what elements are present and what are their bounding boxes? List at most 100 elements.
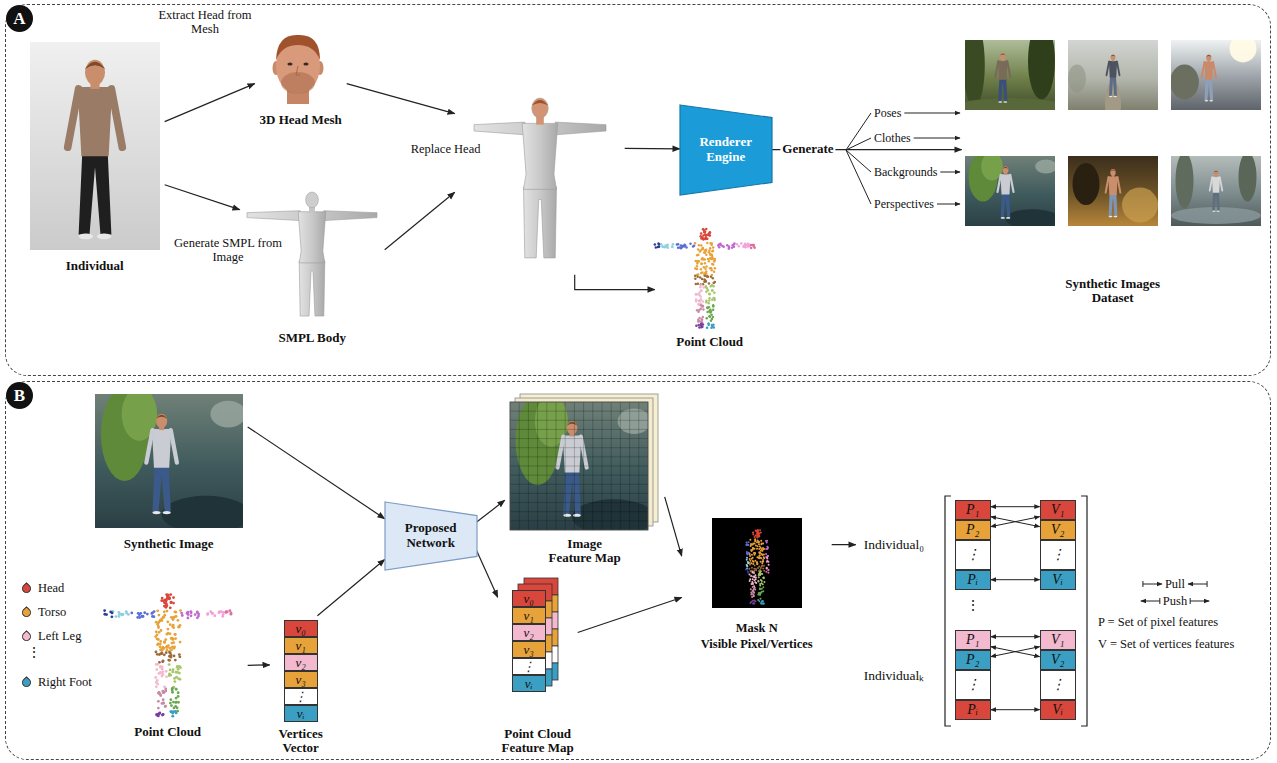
connector-arrow (165, 185, 240, 210)
person-photo (30, 42, 160, 250)
connector-arrow (625, 148, 680, 150)
figure-node: Point Cloud (88, 585, 248, 740)
connector-arrow (832, 544, 856, 545)
legend-swatch (20, 606, 33, 619)
connector-arrow (165, 84, 255, 122)
text-label: Perspectives (874, 196, 934, 212)
feature-cell: ⋮ (1040, 540, 1076, 570)
node-label: ⋮ (966, 678, 980, 692)
text-label: Poses (874, 105, 901, 121)
connector-arrow (991, 636, 1040, 637)
node-label: v₁ (524, 609, 534, 622)
panel-region: BSynthetic ImagePoint CloudVertices Vect… (5, 381, 1271, 760)
figure-node: Point Cloud Feature Mapv₀v₁v₂v₃⋮vᵢ (498, 580, 578, 756)
head-mesh (273, 35, 324, 104)
node-label: Vᵢ (1052, 573, 1063, 587)
label-anchor: Generate (780, 142, 835, 157)
scene-image (965, 40, 1055, 110)
feature-group: Individual₀P₁P₂⋮PᵢV₁V₂⋮Vᵢ (856, 494, 1088, 596)
node-label: Synthetic Images Dataset (1048, 277, 1178, 306)
legend-text: Head (38, 580, 64, 596)
connector-arrow (248, 427, 385, 519)
node-label: Visible Pixel/Vertices (701, 637, 813, 653)
node-label: v₀ (296, 622, 306, 635)
figure-node: Point Cloud (655, 222, 765, 350)
bracket (945, 496, 1087, 726)
connector-arrow (385, 192, 455, 249)
node-label: Replace Head (411, 142, 481, 157)
connector-arrow (665, 497, 682, 556)
text-label: Clothes (874, 130, 911, 146)
legend-text: V = Set of vertices features (1098, 636, 1234, 652)
branch-lines (846, 113, 960, 204)
node-label: Point Cloud (134, 725, 201, 739)
node-label: v₁ (296, 639, 306, 652)
legend-text: P = Set of pixel features (1098, 614, 1218, 630)
legend-swatch (20, 630, 33, 643)
feature-cell: v₀ (284, 620, 318, 637)
feature-cell: ⋮ (512, 658, 546, 675)
label-anchor: Perspectives (874, 196, 934, 212)
node-label: vᵢ (525, 677, 533, 690)
feature-cell: Pᵢ (955, 570, 991, 590)
legend-text: Pull (1165, 576, 1185, 592)
feature-cell: ⋮ (1040, 670, 1076, 700)
connector-arrow (991, 517, 1040, 527)
feature-cell: ⋮ (955, 670, 991, 700)
feature-cell: ⋮ (955, 540, 991, 570)
node-label: ⋮ (294, 690, 307, 703)
node-label: Mask N (736, 621, 778, 637)
point-cloud-figure (745, 529, 770, 605)
node-label: P₁ (966, 633, 979, 647)
connector-arrow (991, 647, 1040, 657)
connector-arrow (991, 517, 1040, 527)
connector-arrow (991, 709, 1040, 710)
trapezoid-block: Proposed Network (385, 502, 477, 570)
node-label: v₃ (524, 643, 534, 656)
node-label: v₂ (296, 656, 306, 669)
connector-arrow (317, 559, 384, 615)
figure-node: 3D Head Mesh (255, 30, 347, 128)
feature-cell: v₀ (512, 590, 546, 607)
panel-badge: B (6, 382, 33, 409)
label-anchor: Poses (874, 105, 901, 121)
scene-image (510, 402, 648, 530)
node-label: Pᵢ (967, 573, 978, 587)
feature-cell: v₃ (512, 641, 546, 658)
node-label: Individualₖ (864, 666, 925, 684)
feature-grid (510, 402, 648, 530)
node-label: v₀ (524, 592, 534, 605)
label-anchor: ⋮ (966, 598, 980, 614)
feature-cell: V₁ (1040, 630, 1076, 650)
feature-cell: Vᵢ (1040, 570, 1076, 590)
feature-cell: P₁ (955, 630, 991, 650)
feature-cell: V₂ (1040, 650, 1076, 670)
edge-label: Generate (780, 142, 835, 157)
scene-image (1171, 40, 1261, 110)
legend-row: Head (22, 580, 64, 596)
node-label: Pᵢ (967, 703, 978, 717)
feature-cell: v₃ (284, 671, 318, 688)
scene-image (1068, 40, 1158, 110)
connector-arrow (991, 506, 1040, 507)
legend-row: V = Set of vertices features (1098, 636, 1234, 652)
node-label: P₂ (966, 523, 979, 537)
legend-row: Torso (22, 604, 66, 620)
legend-row: P = Set of pixel features (1098, 614, 1218, 630)
edge-label: Extract Head from Mesh (153, 8, 257, 37)
feature-cell: Vᵢ (1040, 700, 1076, 720)
node-label: SMPL Body (278, 331, 346, 345)
label-anchor: ⋮ (27, 645, 41, 661)
node-label: Point Cloud Feature Map (498, 727, 578, 756)
node-label: Synthetic Image (124, 537, 214, 551)
scene-image (965, 156, 1055, 226)
node-label: V₁ (1051, 503, 1064, 517)
node-label: vᵢ (297, 707, 305, 720)
feature-group: IndividualₖP₁P₂⋮PᵢV₁V₂⋮Vᵢ (856, 624, 1088, 726)
node-label: v₃ (296, 673, 306, 686)
node-label: Individual₀ (864, 537, 924, 553)
legend-row: Left Leg (22, 628, 81, 644)
feature-cell: ⋮ (284, 688, 318, 705)
